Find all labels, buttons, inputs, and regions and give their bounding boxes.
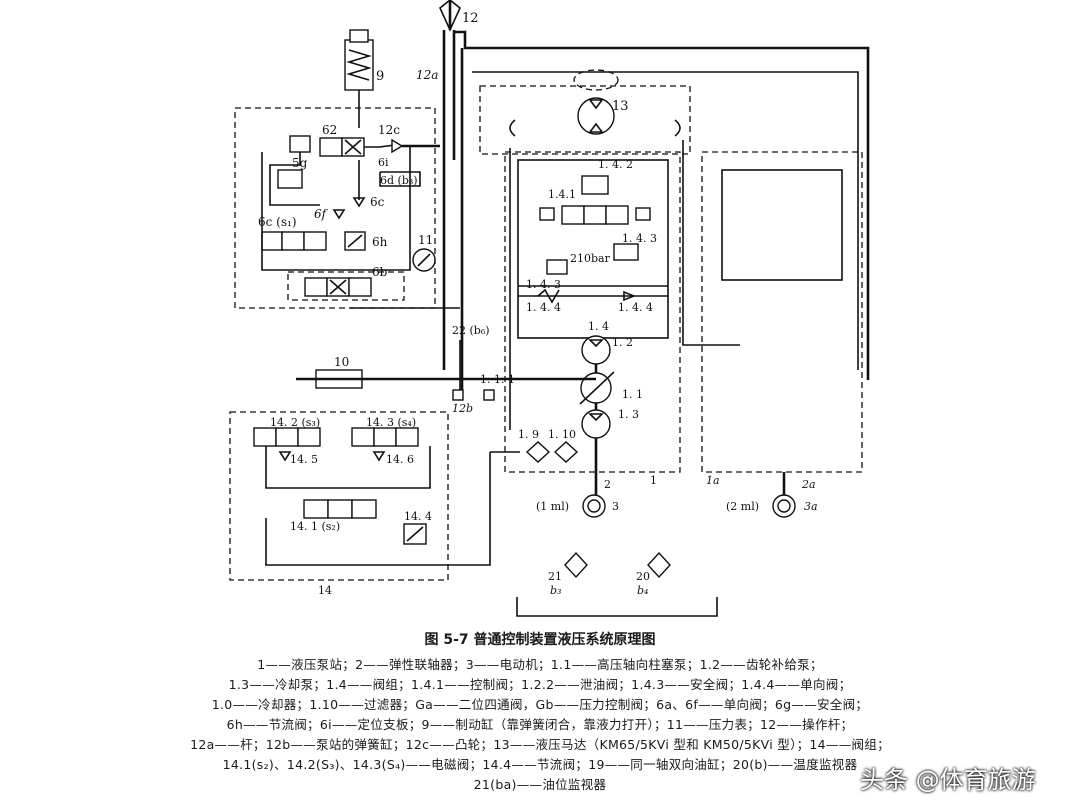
svg-text:1. 10: 1. 10 xyxy=(548,428,576,441)
throttle-valve-6h: 6h xyxy=(344,231,388,251)
control-lever-12: 12 xyxy=(439,0,479,32)
svg-text:62: 62 xyxy=(322,123,337,137)
label-210bar: 210bar xyxy=(570,252,611,265)
svg-text:1. 9: 1. 9 xyxy=(518,428,539,441)
solenoid-valve-6c: 6c (s₁) xyxy=(258,215,327,251)
legend-line-1: 1——液压泵站；2——弹性联轴器；3——电动机；1.1——高压轴向柱塞泵；1.2… xyxy=(257,657,823,672)
svg-text:6b: 6b xyxy=(372,265,388,279)
figure-title: 图 5-7 普通控制装置液压系统原理图 xyxy=(424,632,656,648)
cooler-1-9: 1. 9 xyxy=(518,428,551,463)
label-2a: 2a xyxy=(801,478,816,491)
control-valve-1-4-1 xyxy=(539,205,651,225)
solenoid-valve-14-3: 14. 3 (s₄) xyxy=(351,416,419,447)
label-1-4-2: 1. 4. 2 xyxy=(598,158,633,171)
legend-line-5: 12a——杆；12b——泵站的弹簧缸；12c——凸轮；13——液压马达（KM65… xyxy=(190,737,890,752)
svg-text:11: 11 xyxy=(418,233,433,247)
pump-station-1 xyxy=(504,151,681,473)
control-block-6 xyxy=(234,107,436,309)
svg-text:6h: 6h xyxy=(372,235,388,249)
label-6d: 6d (b₃) xyxy=(380,174,418,187)
svg-text:9: 9 xyxy=(376,69,384,84)
svg-text:6c (s₁): 6c (s₁) xyxy=(258,215,297,229)
hydraulic-schematic: 12 12a 9 62 5g 12c 6i 6d (b₃) 6c 6f xyxy=(229,0,870,617)
valve-group-14 xyxy=(229,411,449,581)
check-valve-6f: 6f xyxy=(314,207,346,221)
valve-6b: 6b xyxy=(287,265,405,301)
label-1-4-1: 1.4.1 xyxy=(548,188,576,201)
label-1: 1 xyxy=(650,474,657,487)
svg-text:14. 3 (s₄): 14. 3 (s₄) xyxy=(366,416,416,429)
legend-line-7: 21(ba)——油位监视器 xyxy=(473,777,607,792)
gear-pump-1-2: 1. 2 xyxy=(581,335,633,365)
svg-text:14. 4: 14. 4 xyxy=(404,510,432,523)
svg-text:b₄: b₄ xyxy=(637,584,648,597)
legend-line-4: 6h——节流阀；6i——定位支板；9——制动缸（靠弹簧闭合，靠液力打开）；11—… xyxy=(226,717,854,732)
label-1ml: (1 ml) xyxy=(536,500,569,513)
solenoid-valve-14-1: 14. 1 (s₂) xyxy=(290,499,377,533)
label-14-6: 14. 6 xyxy=(386,453,414,466)
brake-cylinder-9: 9 xyxy=(344,29,384,128)
label-1a: 1a xyxy=(706,474,720,487)
label-14: 14 xyxy=(318,584,332,597)
svg-text:1. 2: 1. 2 xyxy=(612,336,633,349)
svg-text:10: 10 xyxy=(334,355,349,369)
label-1-4: 1. 4 xyxy=(588,320,609,333)
label-14-5: 14. 5 xyxy=(290,453,318,466)
svg-text:5g: 5g xyxy=(292,156,308,170)
svg-text:14. 1 (s₂): 14. 1 (s₂) xyxy=(290,520,340,533)
svg-text:3: 3 xyxy=(612,500,619,513)
label-12b: 12b xyxy=(452,402,473,415)
double-acting-cylinder-10: 10 xyxy=(296,355,596,389)
safety-valve-5g: 5g xyxy=(277,156,308,189)
svg-text:21: 21 xyxy=(548,570,562,583)
svg-text:1. 1: 1. 1 xyxy=(622,388,643,401)
filter-1-10: 1. 10 xyxy=(548,428,579,463)
svg-text:13: 13 xyxy=(612,99,629,114)
label-12c: 12c xyxy=(378,123,400,137)
electric-motor-3: 3 xyxy=(582,494,619,518)
label-22: 22 (b₆) xyxy=(452,324,490,337)
label-1-4-3: 1. 4. 3 xyxy=(526,278,561,291)
cooling-pump-1-3: 1. 3 xyxy=(581,408,639,439)
motor-frame-13 xyxy=(479,85,691,155)
pressure-gauge-11: 11 xyxy=(412,233,436,272)
solenoid-valve-14-2: 14. 2 (s₃) xyxy=(253,416,321,447)
temperature-monitor-20: 20 b₄ xyxy=(636,551,671,597)
watermark: 头条 @体育旅游 xyxy=(860,766,1036,794)
svg-text:3a: 3a xyxy=(804,500,818,513)
label-1-4-3-top: 1. 4. 3 xyxy=(622,232,657,245)
axial-piston-pump-1-1: 1. 1 xyxy=(579,371,643,405)
hydraulic-motor-13: 13 xyxy=(577,97,629,135)
legend-line-6: 14.1(s₂)、14.2(S₃)、14.3(S₄)——电磁阀；14.4——节流… xyxy=(222,757,858,772)
label-6c: 6c xyxy=(370,195,385,209)
legend-line-3: 1.0——冷却器；1.10——过滤器；Ga——二位四通阀，Gb——压力控制阀；6… xyxy=(211,697,869,712)
svg-text:20: 20 xyxy=(636,570,650,583)
oil-level-monitor-21: 21 b₃ xyxy=(548,551,588,597)
throttle-valve-14-4: 14. 4 xyxy=(403,510,432,545)
label-6i: 6i xyxy=(378,156,389,169)
electric-motor-3a: 3a xyxy=(772,494,818,518)
pump-station-1a xyxy=(701,151,863,473)
svg-text:14. 2 (s₃): 14. 2 (s₃) xyxy=(270,416,320,429)
legend-line-2: 1.3——冷却泵；1.4——阀组；1.4.1——控制阀；1.2.2——泄油阀；1… xyxy=(228,677,852,692)
label-2ml: (2 ml) xyxy=(726,500,759,513)
label-1-4-4-left: 1. 4. 4 xyxy=(526,301,561,314)
svg-text:1. 3: 1. 3 xyxy=(618,408,639,421)
label-1-4-4-right: 1. 4. 4 xyxy=(618,301,653,314)
valve-62: 62 xyxy=(319,123,365,157)
svg-text:b₃: b₃ xyxy=(550,584,561,597)
label-12a: 12a xyxy=(416,68,438,82)
label-2: 2 xyxy=(604,478,611,491)
svg-text:6f: 6f xyxy=(314,207,329,221)
svg-text:12: 12 xyxy=(462,11,479,26)
